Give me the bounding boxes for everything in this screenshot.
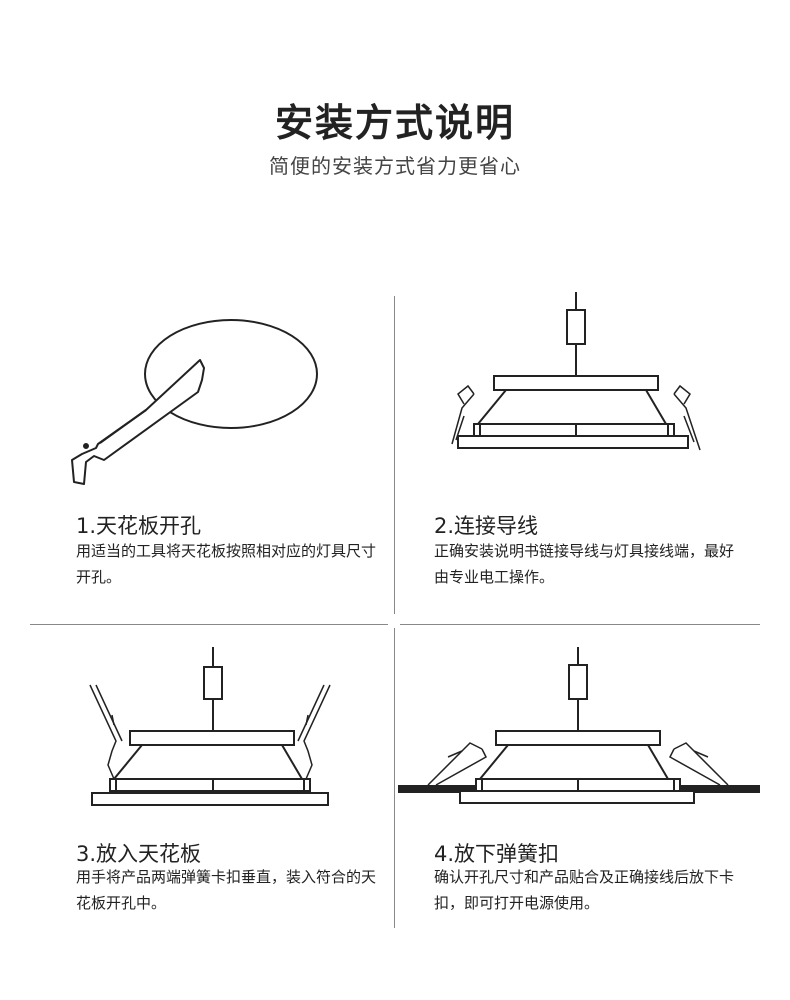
spring-clip-right [297,684,331,780]
step2-illustration [430,290,720,460]
downlight-fixture [459,730,695,804]
spring-clip-left [451,384,475,445]
spring-clip-left [89,684,123,780]
step2-description: 正确安装说明书链接导线与灯具接线端，最好由专业电工操作。 [434,542,735,586]
vertical-divider-top [394,296,395,614]
step4-title: 4.放下弹簧扣 [434,842,560,866]
spring-clip-right [669,742,729,786]
ceiling-board [398,785,760,793]
saw-icon [71,359,205,485]
step3-description: 用手将产品两端弹簧卡扣垂直，装入符合的天花板开孔中。 [76,868,377,912]
step4-description: 确认开孔尺寸和产品贴合及正确接线后放下卡扣，即可打开电源使用。 [434,868,735,912]
downlight-fixture [91,730,329,806]
horizontal-divider-left [30,624,388,625]
step4-illustration [398,645,760,815]
step1-title: 1.天花板开孔 [76,514,202,538]
downlight-fixture [457,375,689,449]
page-subtitle: 简便的安装方式省力更省心 [269,154,521,178]
spring-clip-right [673,384,701,451]
ceiling-hole-outline [144,319,318,429]
step3-title: 3.放入天花板 [76,842,202,866]
step2-title: 2.连接导线 [434,514,539,538]
page-title: 安装方式说明 [274,101,515,145]
power-wire [203,647,223,787]
step1-illustration [60,310,340,490]
vertical-divider-bottom [394,628,395,928]
step3-illustration [60,645,350,815]
spring-clip-left [427,742,487,786]
horizontal-divider-right [400,624,760,625]
step1-description: 用适当的工具将天花板按照相对应的灯具尺寸开孔。 [76,542,377,586]
